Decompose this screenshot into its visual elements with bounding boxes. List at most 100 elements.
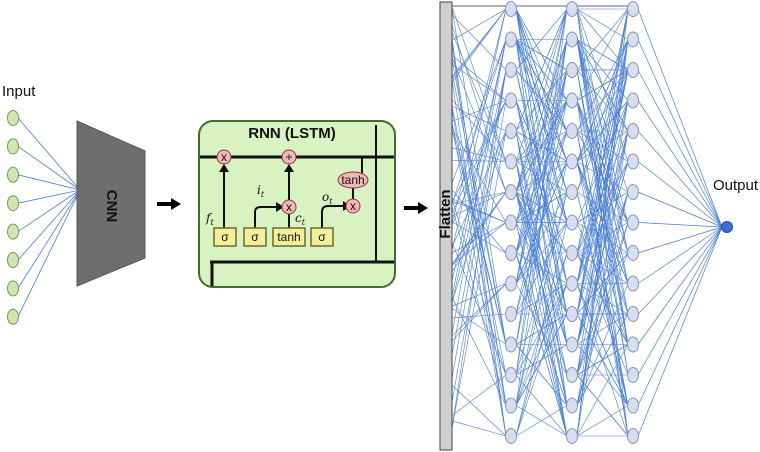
svg-text:x: x <box>350 199 356 213</box>
dense-edge <box>451 242 507 376</box>
input-multiply-op: x <box>281 199 297 215</box>
svg-text:x: x <box>221 150 227 164</box>
gate-candidate-label: tanh <box>277 230 300 244</box>
dense-edge <box>451 420 507 437</box>
arrow-cnn-to-lstm <box>157 198 181 210</box>
dense-node <box>505 123 517 139</box>
dense-edge <box>451 39 507 205</box>
output-edge <box>637 100 723 228</box>
dense-edge <box>515 313 568 345</box>
dense-node <box>566 245 578 261</box>
symbol-i: it <box>257 183 265 199</box>
dense-edge <box>451 59 507 345</box>
dense-node <box>627 62 639 78</box>
dense-node <box>566 92 578 109</box>
dense-node <box>505 367 517 383</box>
input-edge <box>17 189 81 289</box>
dense-edge <box>451 100 507 214</box>
dense-edge <box>576 69 629 254</box>
input-node <box>7 252 19 268</box>
dense-node <box>566 123 578 139</box>
output-edge <box>637 226 723 406</box>
dense-node <box>627 184 639 200</box>
dense-edge <box>515 39 568 345</box>
dense-edge <box>451 191 507 205</box>
dense-node <box>566 397 578 414</box>
input-edge <box>17 117 81 191</box>
dense-edge <box>451 69 507 356</box>
forget-multiply-op: x <box>216 149 232 165</box>
cnn-label: CNN <box>103 190 120 223</box>
dense-node <box>505 153 517 170</box>
output-edge <box>637 226 723 284</box>
dense-edge <box>576 191 629 376</box>
output-edge <box>637 226 723 437</box>
dense-node <box>505 275 517 292</box>
dense-node <box>566 153 578 170</box>
input-edge <box>17 189 81 204</box>
dense-node <box>505 92 517 109</box>
dense-edge <box>576 69 629 132</box>
dense-edge <box>451 105 507 132</box>
dense-edge <box>451 25 507 193</box>
dense-edge <box>515 191 568 376</box>
input-edge <box>17 189 81 232</box>
dense-edge <box>451 130 507 303</box>
dense-node <box>627 306 639 322</box>
dense-edge <box>451 39 507 406</box>
dense-edge <box>451 191 507 265</box>
dense-edge <box>576 39 629 193</box>
gate-candidate: tanh <box>272 227 306 247</box>
input-edge <box>17 189 81 261</box>
input-node <box>7 308 19 325</box>
dense-node <box>627 123 639 139</box>
dense-edge <box>451 69 507 379</box>
gate-forget: σ <box>213 227 237 247</box>
svg-text:x: x <box>286 200 292 214</box>
dense-edge <box>515 191 568 315</box>
dense-node <box>505 31 517 48</box>
dense-edge <box>515 130 568 162</box>
dense-node <box>566 184 578 200</box>
dense-node <box>566 306 578 322</box>
dense-node <box>627 275 639 292</box>
dense-edge <box>576 130 629 376</box>
dense-node <box>505 184 517 200</box>
dense-edge <box>515 344 568 406</box>
arrow-lstm-to-flatten <box>404 202 428 214</box>
dense-edge <box>451 69 507 429</box>
dense-edge <box>515 8 568 132</box>
dense-edge <box>515 191 568 284</box>
dense-edge <box>576 8 629 162</box>
dense-edge <box>451 64 507 101</box>
output-edge <box>637 69 723 228</box>
lstm-title: RNN (LSTM) <box>248 125 335 142</box>
output-node <box>721 221 733 233</box>
dense-edge <box>451 191 507 272</box>
flatten-layer <box>439 1 453 451</box>
dense-edge <box>576 374 629 437</box>
dense-node <box>627 428 639 444</box>
dense-node <box>505 245 517 261</box>
dense-edge <box>515 8 568 345</box>
dense-node <box>566 336 578 353</box>
dense-edge <box>451 57 507 193</box>
dense-edge <box>451 122 507 437</box>
dense-edge <box>451 7 507 345</box>
dense-node <box>627 336 639 353</box>
output-edge <box>637 226 723 345</box>
dense-edge <box>451 8 507 251</box>
dense-edge <box>451 283 507 342</box>
dense-node <box>627 31 639 48</box>
dense-node <box>627 397 639 414</box>
dense-edge <box>576 100 629 284</box>
output-edge <box>637 161 723 228</box>
dense-edge <box>515 39 568 223</box>
dense-node <box>627 245 639 261</box>
dense-edge <box>451 222 507 266</box>
output-edge <box>637 8 723 228</box>
dense-edge <box>515 100 568 315</box>
gate-output-label: σ <box>318 230 326 244</box>
input-edge <box>17 174 81 191</box>
